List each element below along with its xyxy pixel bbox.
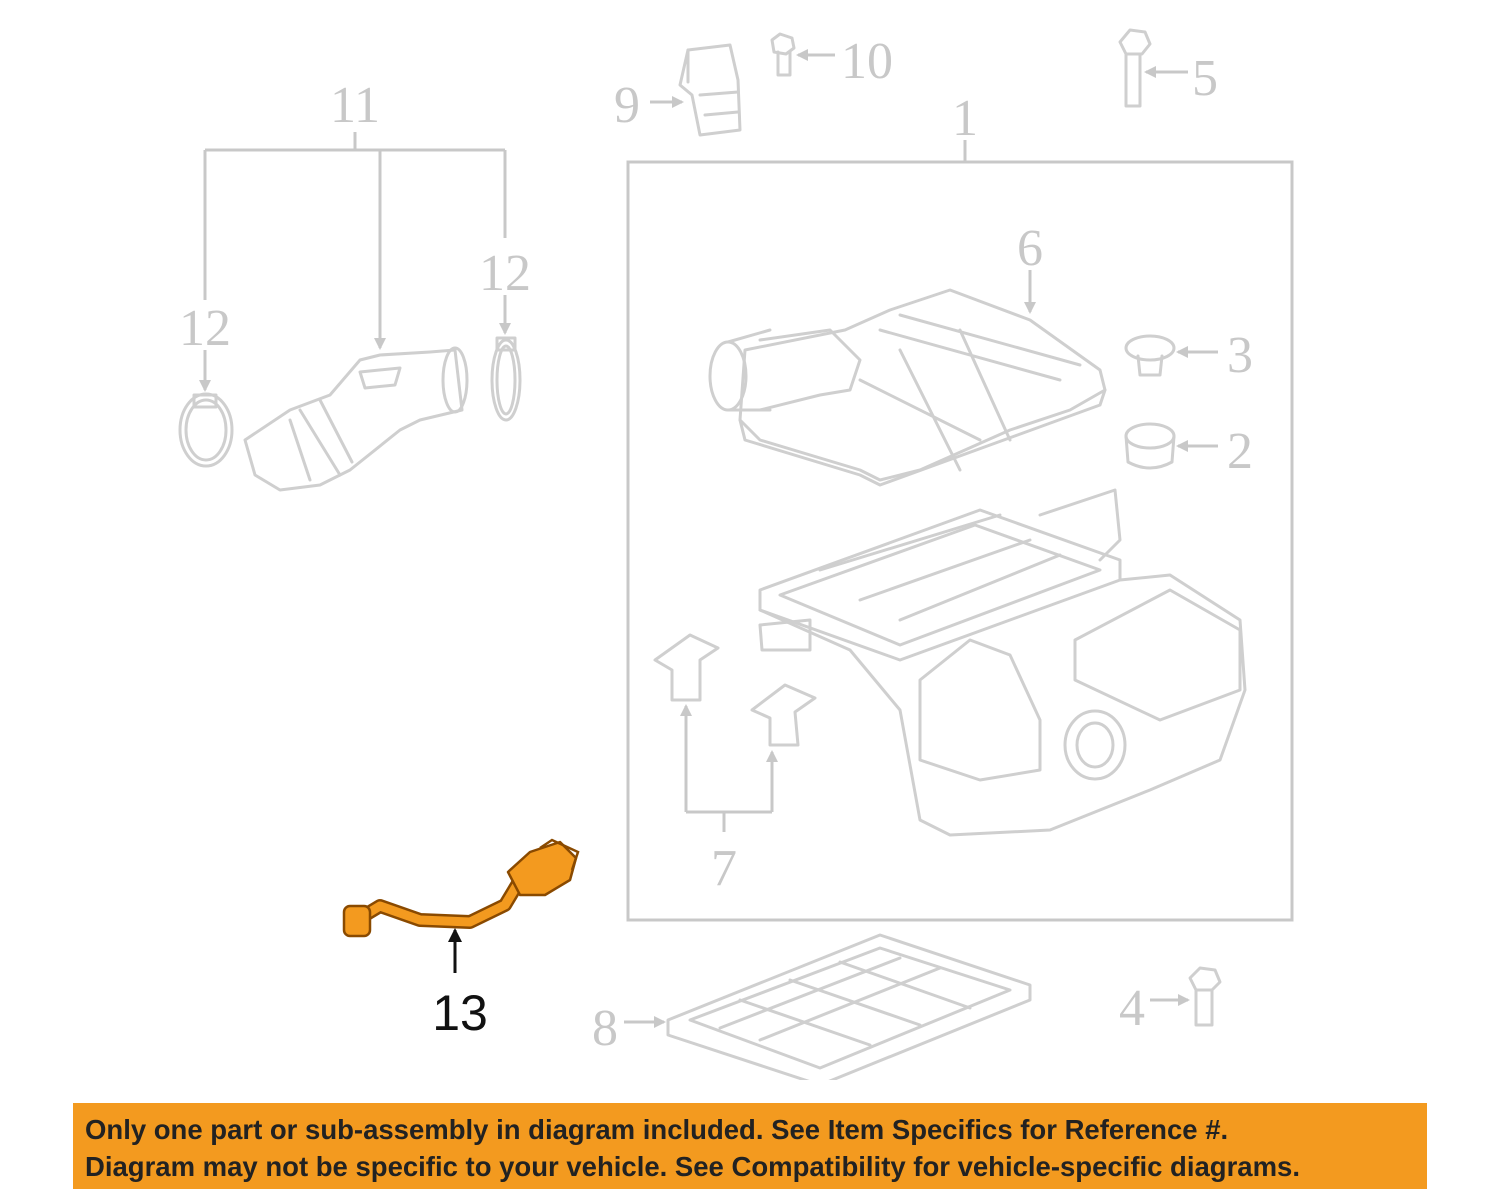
callout-13: 13	[432, 985, 488, 1041]
callout-9: 9	[614, 77, 640, 134]
callout-10: 10	[841, 33, 893, 90]
callout-1: 1	[952, 90, 978, 147]
hose-clamp-left-part	[178, 392, 234, 468]
callout-6: 6	[1017, 220, 1043, 277]
bracket-part-left	[653, 633, 720, 702]
callout-11: 11	[330, 77, 380, 134]
callout-8: 8	[592, 1000, 618, 1057]
callout-7: 7	[711, 840, 737, 897]
vacuum-hose-assembly-part	[342, 838, 580, 938]
bracket-part-right	[750, 683, 817, 747]
callout-2: 2	[1227, 423, 1253, 480]
air-flow-sensor-part	[678, 43, 742, 137]
grommet-part	[1124, 334, 1176, 377]
bolt-part-10	[770, 32, 796, 77]
air-cleaner-assembly-box	[626, 140, 1294, 922]
bolt-part-5	[1118, 28, 1152, 108]
disclaimer-line-1: Only one part or sub-assembly in diagram…	[85, 1114, 1229, 1145]
callout-4: 4	[1119, 980, 1145, 1037]
disclaimer-banner: Only one part or sub-assembly in diagram…	[73, 1103, 1427, 1189]
bolt-part-4	[1188, 966, 1222, 1027]
intake-hose-part	[243, 346, 469, 492]
callout-12-right: 12	[479, 245, 531, 302]
callout-5: 5	[1192, 50, 1218, 107]
filter-element-part	[666, 933, 1032, 1080]
cushion-part	[1124, 422, 1176, 470]
callout-3: 3	[1227, 327, 1253, 384]
leader-lines	[199, 49, 1218, 1028]
air-cleaner-case-part	[758, 488, 1247, 837]
disclaimer-line-2: Diagram may not be specific to your vehi…	[85, 1151, 1300, 1182]
hose-clamp-right-part	[490, 336, 522, 422]
parts-diagram: 1 2 3 4 5 6 7 8 9 10 11 12 12 13	[178, 28, 1294, 1080]
callout-12-left: 12	[179, 300, 231, 357]
air-cleaner-cap-part	[708, 288, 1107, 487]
